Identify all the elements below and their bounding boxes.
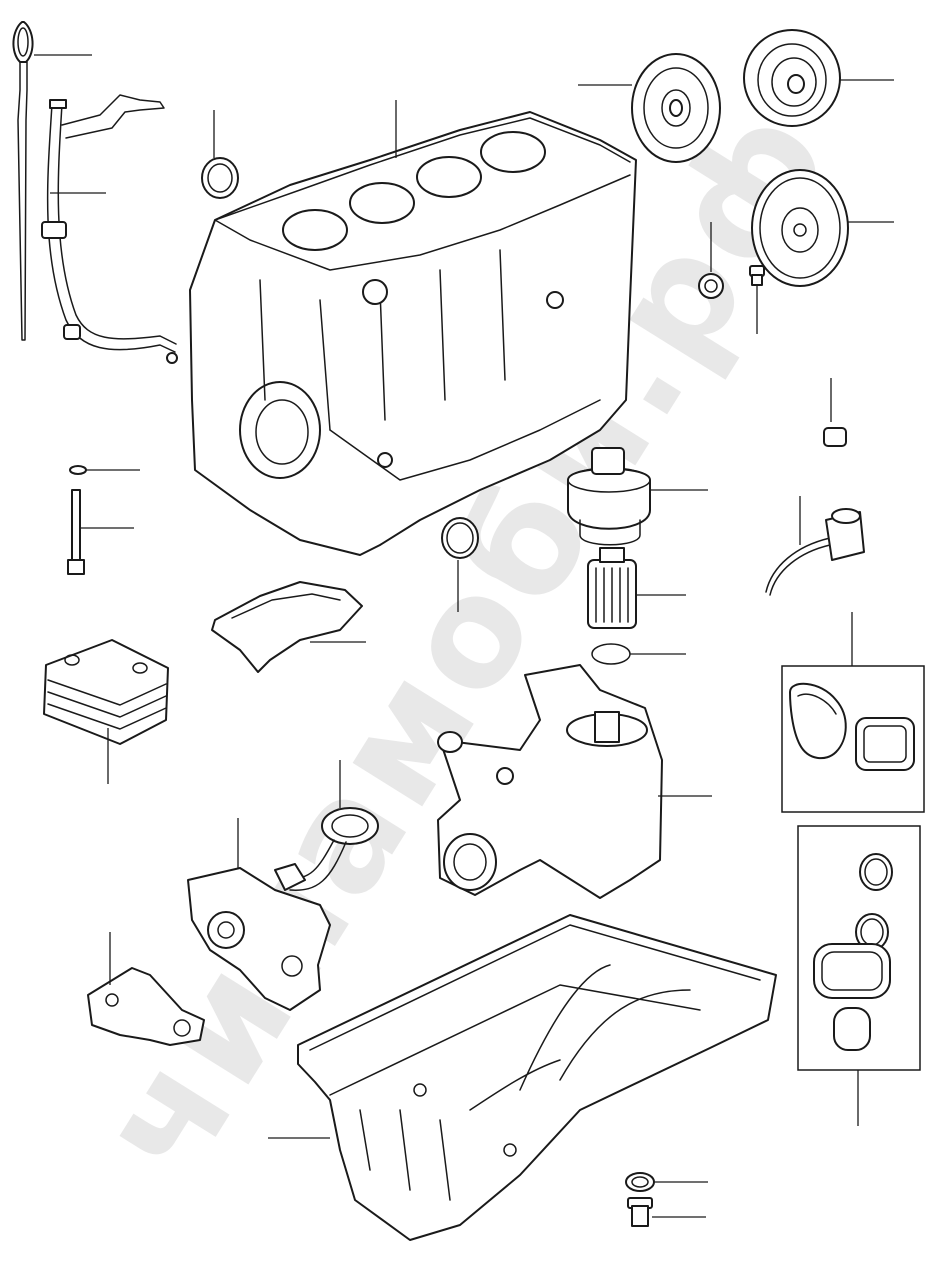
housing-seals[interactable] <box>797 825 921 1126</box>
dowel-pin[interactable] <box>823 378 847 447</box>
flywheel[interactable] <box>751 169 894 287</box>
oil-filter-housing[interactable] <box>437 664 712 899</box>
core-plug[interactable] <box>441 517 479 612</box>
block-bolt[interactable] <box>67 489 134 575</box>
piston-cooling-jet[interactable] <box>765 496 865 596</box>
oil-pan[interactable] <box>268 914 777 1241</box>
oil-pump[interactable] <box>187 818 331 1011</box>
oil-pump-pickup[interactable] <box>274 760 379 891</box>
oil-filter-cap[interactable] <box>567 447 708 546</box>
block-bolt-clip[interactable] <box>69 465 140 475</box>
oil-filter-element[interactable] <box>587 547 686 629</box>
crankshaft-seal[interactable] <box>201 110 239 199</box>
clutch-disc[interactable] <box>578 53 721 163</box>
filter-o-ring[interactable] <box>591 643 686 665</box>
drain-washer[interactable] <box>625 1172 708 1192</box>
cooler-gaskets[interactable] <box>781 612 925 813</box>
drain-plug[interactable] <box>627 1197 706 1227</box>
baffle-plate[interactable] <box>211 581 366 673</box>
dipstick-guide-tube[interactable] <box>41 94 178 364</box>
engine-mount-bracket[interactable] <box>87 932 205 1046</box>
oil-dipstick[interactable] <box>12 21 92 341</box>
pilot-bearing[interactable] <box>698 222 724 299</box>
cylinder-block[interactable] <box>189 100 637 556</box>
pressure-plate[interactable] <box>743 29 894 127</box>
flywheel-bolt[interactable] <box>749 265 765 334</box>
oil-cooler[interactable] <box>43 639 169 784</box>
